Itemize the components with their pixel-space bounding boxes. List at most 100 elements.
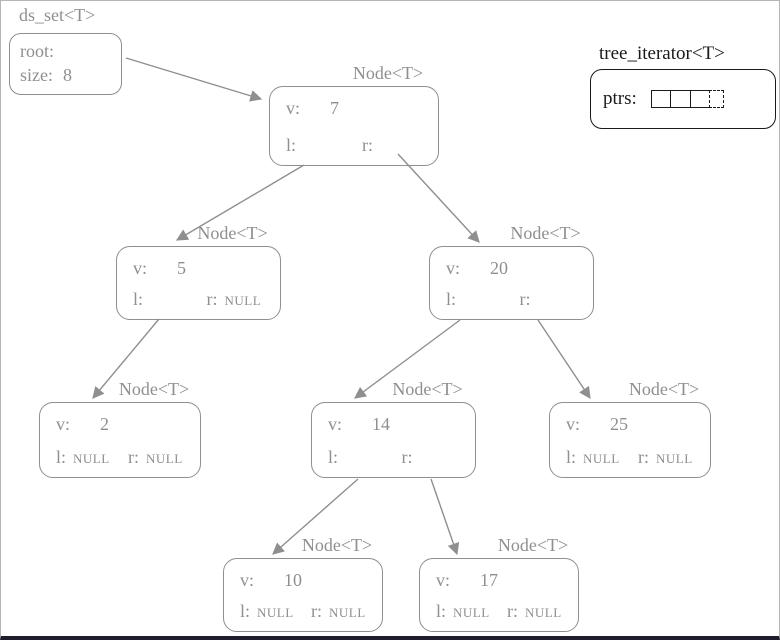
- node-box: v: 7 l: r:: [269, 86, 439, 166]
- r-label: r:: [507, 601, 518, 621]
- node-type-label: Node<T>: [510, 223, 581, 243]
- v-label: v:: [436, 570, 451, 590]
- v-value: 7: [330, 98, 340, 118]
- v-label: v:: [446, 258, 461, 278]
- tree-node-10: Node<T> v: 10 l:NULL r:NULL: [223, 535, 383, 632]
- tree-node-25: Node<T> v: 25 l:NULL r:NULL: [549, 379, 711, 478]
- v-value: 2: [100, 414, 110, 434]
- edge-14-right-17: [430, 478, 460, 556]
- node-box: v: 5 l: r: NULL: [116, 246, 281, 320]
- edge-7-right-20: [397, 153, 480, 243]
- v-label: v:: [133, 258, 148, 278]
- ptr-cell: [689, 90, 711, 108]
- node-type-label: Node<T>: [628, 379, 700, 399]
- node-type-label: Node<T>: [497, 535, 569, 555]
- size-field-value: 8: [63, 65, 72, 86]
- v-label: v:: [56, 414, 71, 434]
- node-type-label: Node<T>: [352, 63, 424, 83]
- node-children-row: l:NULL r:NULL: [224, 601, 382, 622]
- l-label: l:: [328, 447, 339, 467]
- node-box: v: 2 l:NULL r:NULL: [39, 402, 201, 478]
- node-box: v: 17 l: NULL r: NULL: [419, 558, 579, 632]
- l-value: NULL: [257, 605, 294, 620]
- node-children-row: l: NULL r: NULL: [420, 601, 578, 622]
- node-value-row: v: 17: [420, 570, 578, 591]
- l-label: l:: [436, 601, 447, 621]
- node-children-row: l: r:: [430, 289, 593, 310]
- edge-20-left-14: [354, 319, 461, 399]
- v-label: v:: [286, 98, 301, 118]
- v-value: 14: [372, 414, 391, 434]
- node-value-row: v: 25: [550, 414, 710, 435]
- node-box: v: 20 l: r:: [429, 246, 594, 320]
- l-label: l:: [286, 135, 297, 155]
- l-label: l:: [240, 601, 251, 621]
- v-label: v:: [566, 414, 581, 434]
- l-label: l:: [446, 289, 457, 309]
- edge-7-left-5: [175, 164, 305, 241]
- v-value: 10: [284, 570, 303, 590]
- node-value-row: v: 7: [270, 98, 438, 119]
- v-value: 20: [490, 258, 509, 278]
- r-label: r:: [128, 447, 139, 467]
- tree-node-7: Node<T> v: 7 l: r:: [269, 63, 439, 166]
- r-value: NULL: [329, 605, 366, 620]
- tree-node-2: Node<T> v: 2 l:NULL r:NULL: [39, 379, 201, 478]
- ptr-cell: [670, 90, 692, 108]
- node-children-row: l: r:: [270, 135, 438, 156]
- node-value-row: v: 14: [312, 414, 475, 435]
- ptrs-cells: [650, 90, 725, 108]
- node-type-label: Node<T>: [197, 223, 268, 243]
- edge-root-to-7: [125, 57, 263, 102]
- node-children-row: l:NULL r:NULL: [40, 447, 200, 468]
- node-children-row: l: r: NULL: [117, 289, 280, 310]
- r-value: NULL: [224, 293, 262, 308]
- v-label: v:: [240, 570, 255, 590]
- tree-node-14: Node<T> v: 14 l: r:: [311, 379, 476, 478]
- node-value-row: v: 10: [224, 570, 382, 591]
- v-value: 5: [177, 258, 187, 278]
- tree-node-20: Node<T> v: 20 l: r:: [429, 223, 594, 320]
- ds-set-title: ds_set<T>: [19, 5, 96, 25]
- node-box: v: 10 l:NULL r:NULL: [223, 558, 383, 632]
- root-field-label: root:: [20, 41, 54, 61]
- tree-iterator-box: ptrs:: [590, 69, 776, 129]
- r-value: NULL: [656, 451, 693, 466]
- v-value: 17: [480, 570, 499, 590]
- tree-node-17: Node<T> v: 17 l: NULL r: NULL: [419, 535, 579, 632]
- r-value: NULL: [146, 451, 183, 466]
- tree-iterator-title: tree_iterator<T>: [599, 43, 725, 64]
- l-value: NULL: [583, 451, 620, 466]
- node-value-row: v: 2: [40, 414, 200, 435]
- v-label: v:: [328, 414, 343, 434]
- node-type-label: Node<T>: [392, 379, 463, 399]
- edge-14-left-10: [272, 478, 359, 555]
- r-label: r:: [519, 289, 531, 309]
- r-label: r:: [638, 447, 649, 467]
- node-children-row: l:NULL r:NULL: [550, 447, 710, 468]
- edge-5-left-2: [92, 318, 160, 399]
- l-value: NULL: [453, 605, 490, 620]
- size-field: size: 8: [20, 63, 111, 87]
- node-box: v: 14 l: r:: [311, 402, 476, 478]
- node-value-row: v: 5: [117, 258, 280, 279]
- node-children-row: l: r:: [312, 447, 475, 468]
- r-label: r:: [206, 289, 218, 309]
- node-value-row: v: 20: [430, 258, 593, 279]
- l-value: NULL: [73, 451, 110, 466]
- r-label: r:: [362, 135, 373, 155]
- l-label: l:: [133, 289, 144, 309]
- ds-set-fields-box: root: size: 8: [9, 33, 122, 95]
- ptrs-field-label: ptrs:: [603, 88, 637, 109]
- node-type-label: Node<T>: [118, 379, 190, 399]
- tree-node-5: Node<T> v: 5 l: r: NULL: [116, 223, 281, 320]
- ptr-cell: [650, 90, 672, 108]
- v-value: 25: [610, 414, 629, 434]
- edge-20-right-25: [537, 319, 591, 399]
- node-type-label: Node<T>: [301, 535, 373, 555]
- size-field-label: size:: [20, 65, 53, 86]
- r-value: NULL: [525, 605, 562, 620]
- r-label: r:: [401, 447, 413, 467]
